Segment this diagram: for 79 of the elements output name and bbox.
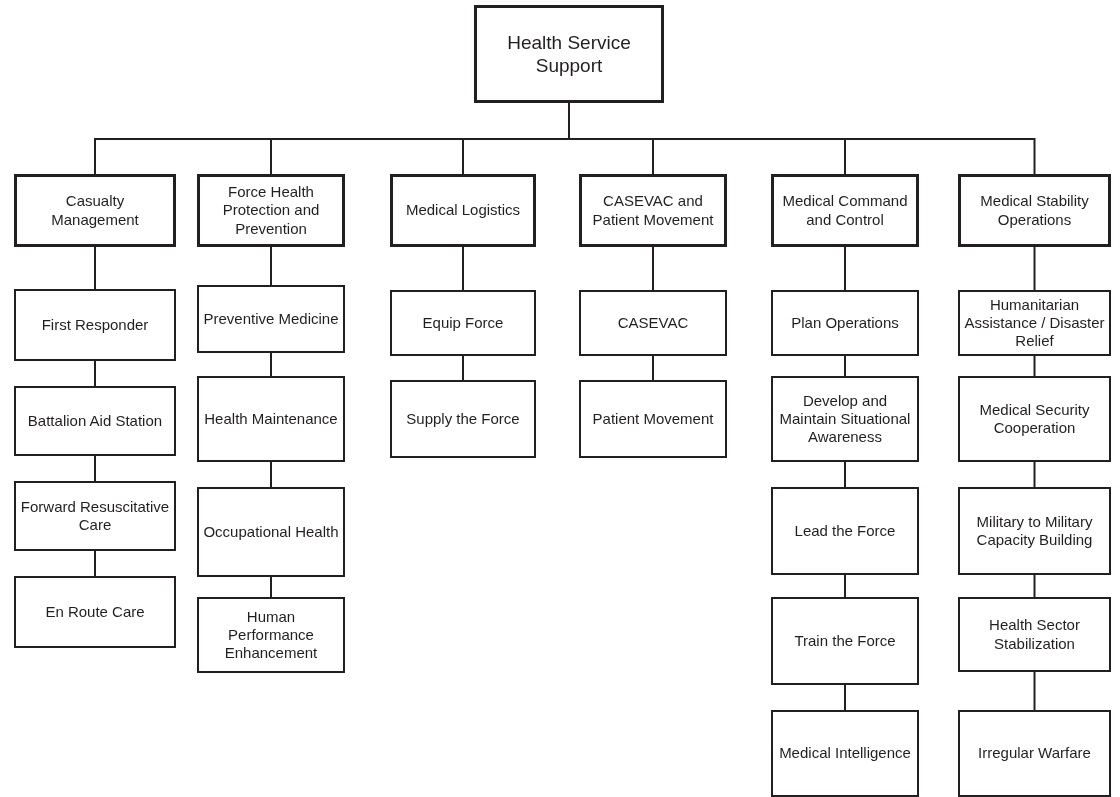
- connector-line: [462, 246, 464, 291]
- function-box: [390, 380, 536, 458]
- function-box: [958, 487, 1111, 575]
- function-box: [771, 597, 919, 685]
- function-box: [14, 289, 176, 361]
- node-label: Medical Logistics: [405, 201, 521, 220]
- connector-line: [270, 246, 272, 286]
- node-label: Military to Military Capacity Building: [975, 512, 1094, 550]
- node-label: Casualty Management: [50, 192, 140, 229]
- connector-line: [1033, 246, 1036, 291]
- function-box: [771, 290, 919, 356]
- category-box: [14, 174, 176, 247]
- node-label: Patient Movement: [592, 409, 714, 429]
- connector-line: [270, 461, 272, 488]
- connector-line: [652, 355, 654, 381]
- connector-line: [94, 550, 96, 577]
- node-label: Occupational Health: [203, 522, 339, 542]
- node-label: Battalion Aid Station: [27, 411, 163, 431]
- connector-line: [652, 246, 654, 291]
- function-box: [771, 487, 919, 575]
- node-label: Irregular Warfare: [978, 744, 1091, 763]
- function-box: [390, 290, 536, 356]
- connector-line: [844, 461, 846, 488]
- connector-line: [844, 355, 846, 377]
- category-box: [390, 174, 536, 247]
- function-box: [579, 380, 727, 458]
- category-box: [579, 174, 727, 247]
- node-label: Equip Force: [422, 313, 504, 333]
- function-box: [771, 376, 919, 462]
- node-label: Medical Intelligence: [779, 744, 911, 763]
- function-box: [14, 481, 176, 551]
- node-label: Supply the Force: [406, 409, 520, 429]
- connector-line: [94, 360, 96, 387]
- function-box: [958, 710, 1111, 797]
- function-box: [771, 710, 919, 797]
- category-box: [958, 174, 1111, 247]
- connector-line: [270, 576, 272, 598]
- node-label: Health Service Support: [506, 30, 632, 78]
- node-label: Health Sector Stabilization: [988, 616, 1081, 653]
- node-label: Medical Stability Operations: [979, 192, 1090, 229]
- node-label: Train the Force: [794, 631, 896, 651]
- node-label: Preventive Medicine: [203, 309, 339, 329]
- node-label: Force Health Protection and Prevention: [221, 183, 321, 238]
- connector-line: [462, 355, 464, 381]
- connector-line: [1033, 355, 1036, 377]
- function-box: [14, 576, 176, 648]
- function-box: [958, 597, 1111, 672]
- node-label: Develop and Maintain Situational Awareness: [778, 391, 912, 447]
- connector-line: [844, 574, 846, 598]
- node-label: Lead the Force: [794, 521, 896, 541]
- category-box: [197, 174, 345, 247]
- root-box: [474, 5, 664, 103]
- function-box: [14, 386, 176, 456]
- node-label: Human Performance Enhancement: [223, 607, 319, 663]
- connector-line: [1033, 461, 1036, 488]
- node-label: Forward Resuscitative Care: [19, 497, 171, 535]
- node-label: Health Maintenance: [204, 409, 338, 429]
- node-label: CASEVAC and Patient Movement: [591, 192, 715, 229]
- node-label: Medical Command and Control: [781, 192, 909, 229]
- function-box: [197, 487, 345, 577]
- node-label: Plan Operations: [791, 313, 899, 333]
- connector-line: [844, 246, 846, 291]
- node-label: Humanitarian Assistance / Disaster Relief: [963, 295, 1106, 351]
- node-label: En Route Care: [45, 602, 145, 622]
- connector-line: [1033, 574, 1036, 598]
- node-label: First Responder: [41, 315, 149, 335]
- function-box: [197, 285, 345, 353]
- function-box: [579, 290, 727, 356]
- node-label: Medical Security Cooperation: [978, 400, 1091, 438]
- function-box: [197, 597, 345, 673]
- node-label: CASEVAC: [617, 313, 689, 333]
- connector-line: [844, 684, 846, 711]
- connector-line: [1033, 671, 1036, 711]
- connector-line: [94, 455, 96, 482]
- connector-line: [270, 352, 272, 377]
- category-box: [771, 174, 919, 247]
- function-box: [197, 376, 345, 462]
- connector-line: [94, 246, 96, 290]
- function-box: [958, 376, 1111, 462]
